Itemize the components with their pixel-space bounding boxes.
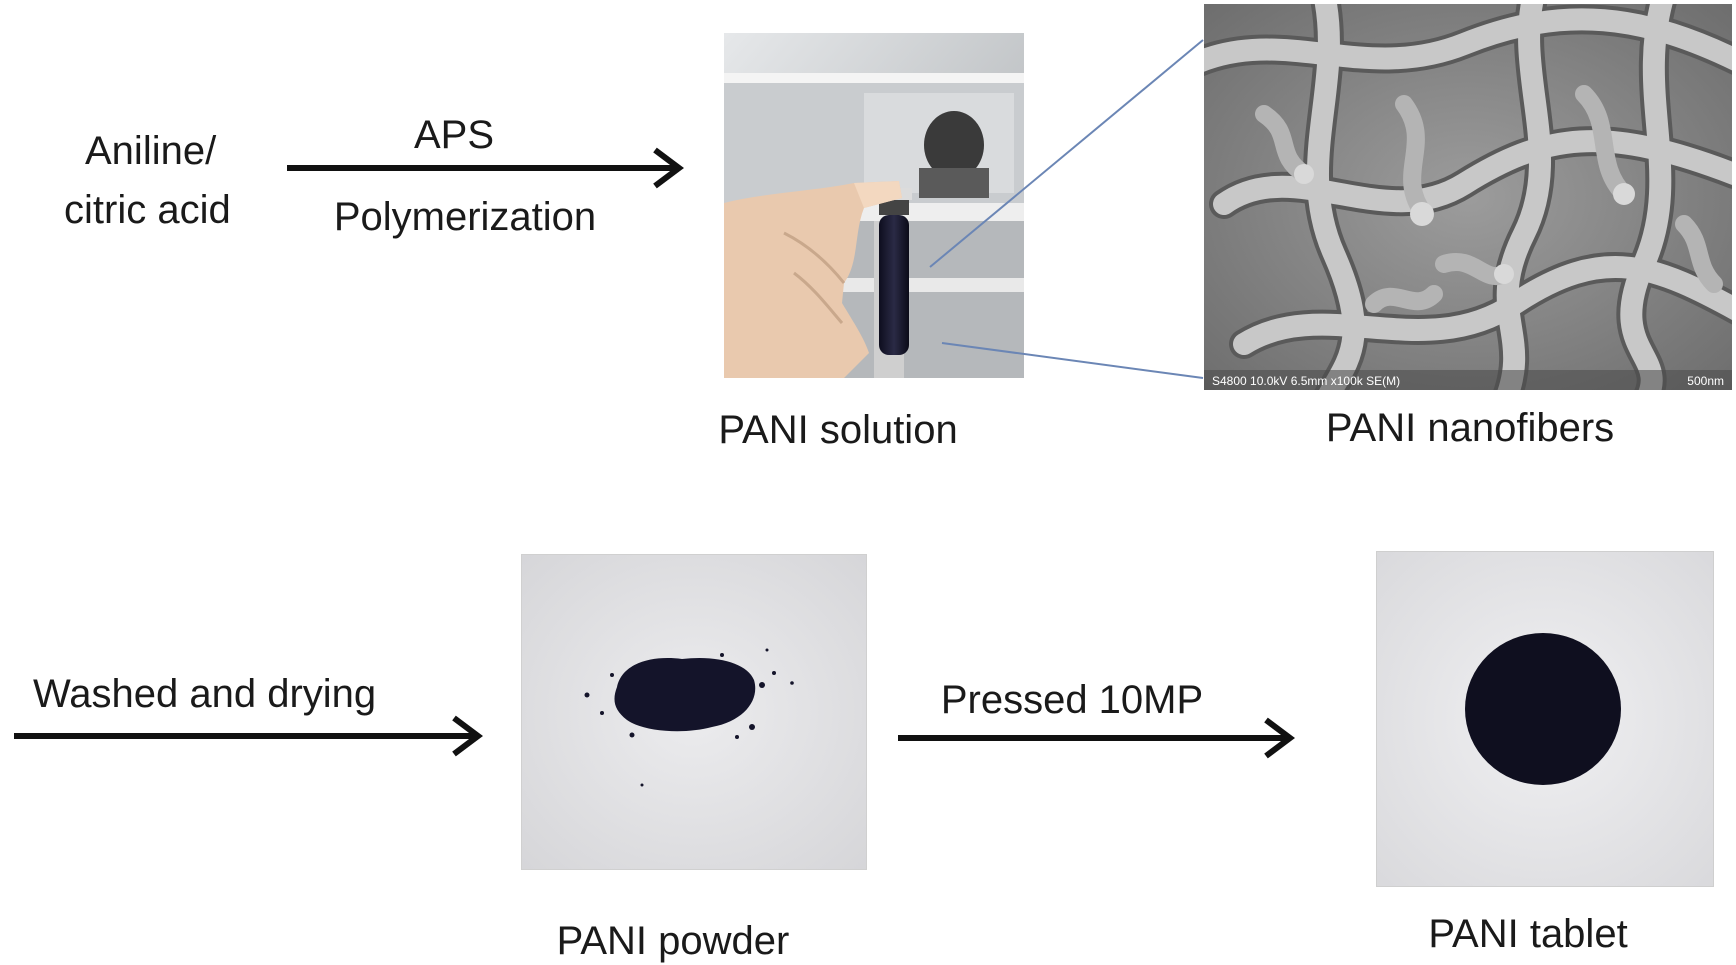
pani-solution-caption: PANI solution xyxy=(718,408,958,452)
pani-tablet-caption: PANI tablet xyxy=(1428,912,1628,956)
step3-label: Pressed 10MP xyxy=(940,678,1204,722)
step1-arrow xyxy=(287,147,684,189)
sem-instrument-info: S4800 10.0kV 6.5mm x100k SE(M) xyxy=(1212,374,1401,388)
pani-powder-photo xyxy=(521,554,867,870)
reactant-label-line2: citric acid xyxy=(64,188,231,232)
pani-powder-caption: PANI powder xyxy=(556,919,790,963)
step1-reagent-label: APS xyxy=(413,113,495,157)
sem-info-bar: S4800 10.0kV 6.5mm x100k SE(M) 500nm xyxy=(1204,372,1732,390)
reactant-label-line1: Aniline/ xyxy=(85,129,217,173)
step3-arrow xyxy=(898,717,1295,759)
pani-nanofibers-caption: PANI nanofibers xyxy=(1325,406,1615,450)
step2-arrow xyxy=(14,715,483,757)
sem-scale-label: 500nm xyxy=(1687,374,1724,388)
pani-nanofibers-sem-image: S4800 10.0kV 6.5mm x100k SE(M) 500nm xyxy=(1204,4,1732,390)
pani-tablet-photo xyxy=(1376,551,1714,887)
step2-label: Washed and drying xyxy=(33,672,377,716)
pani-solution-photo xyxy=(724,33,1024,378)
step1-process-label: Polymerization xyxy=(333,195,597,239)
